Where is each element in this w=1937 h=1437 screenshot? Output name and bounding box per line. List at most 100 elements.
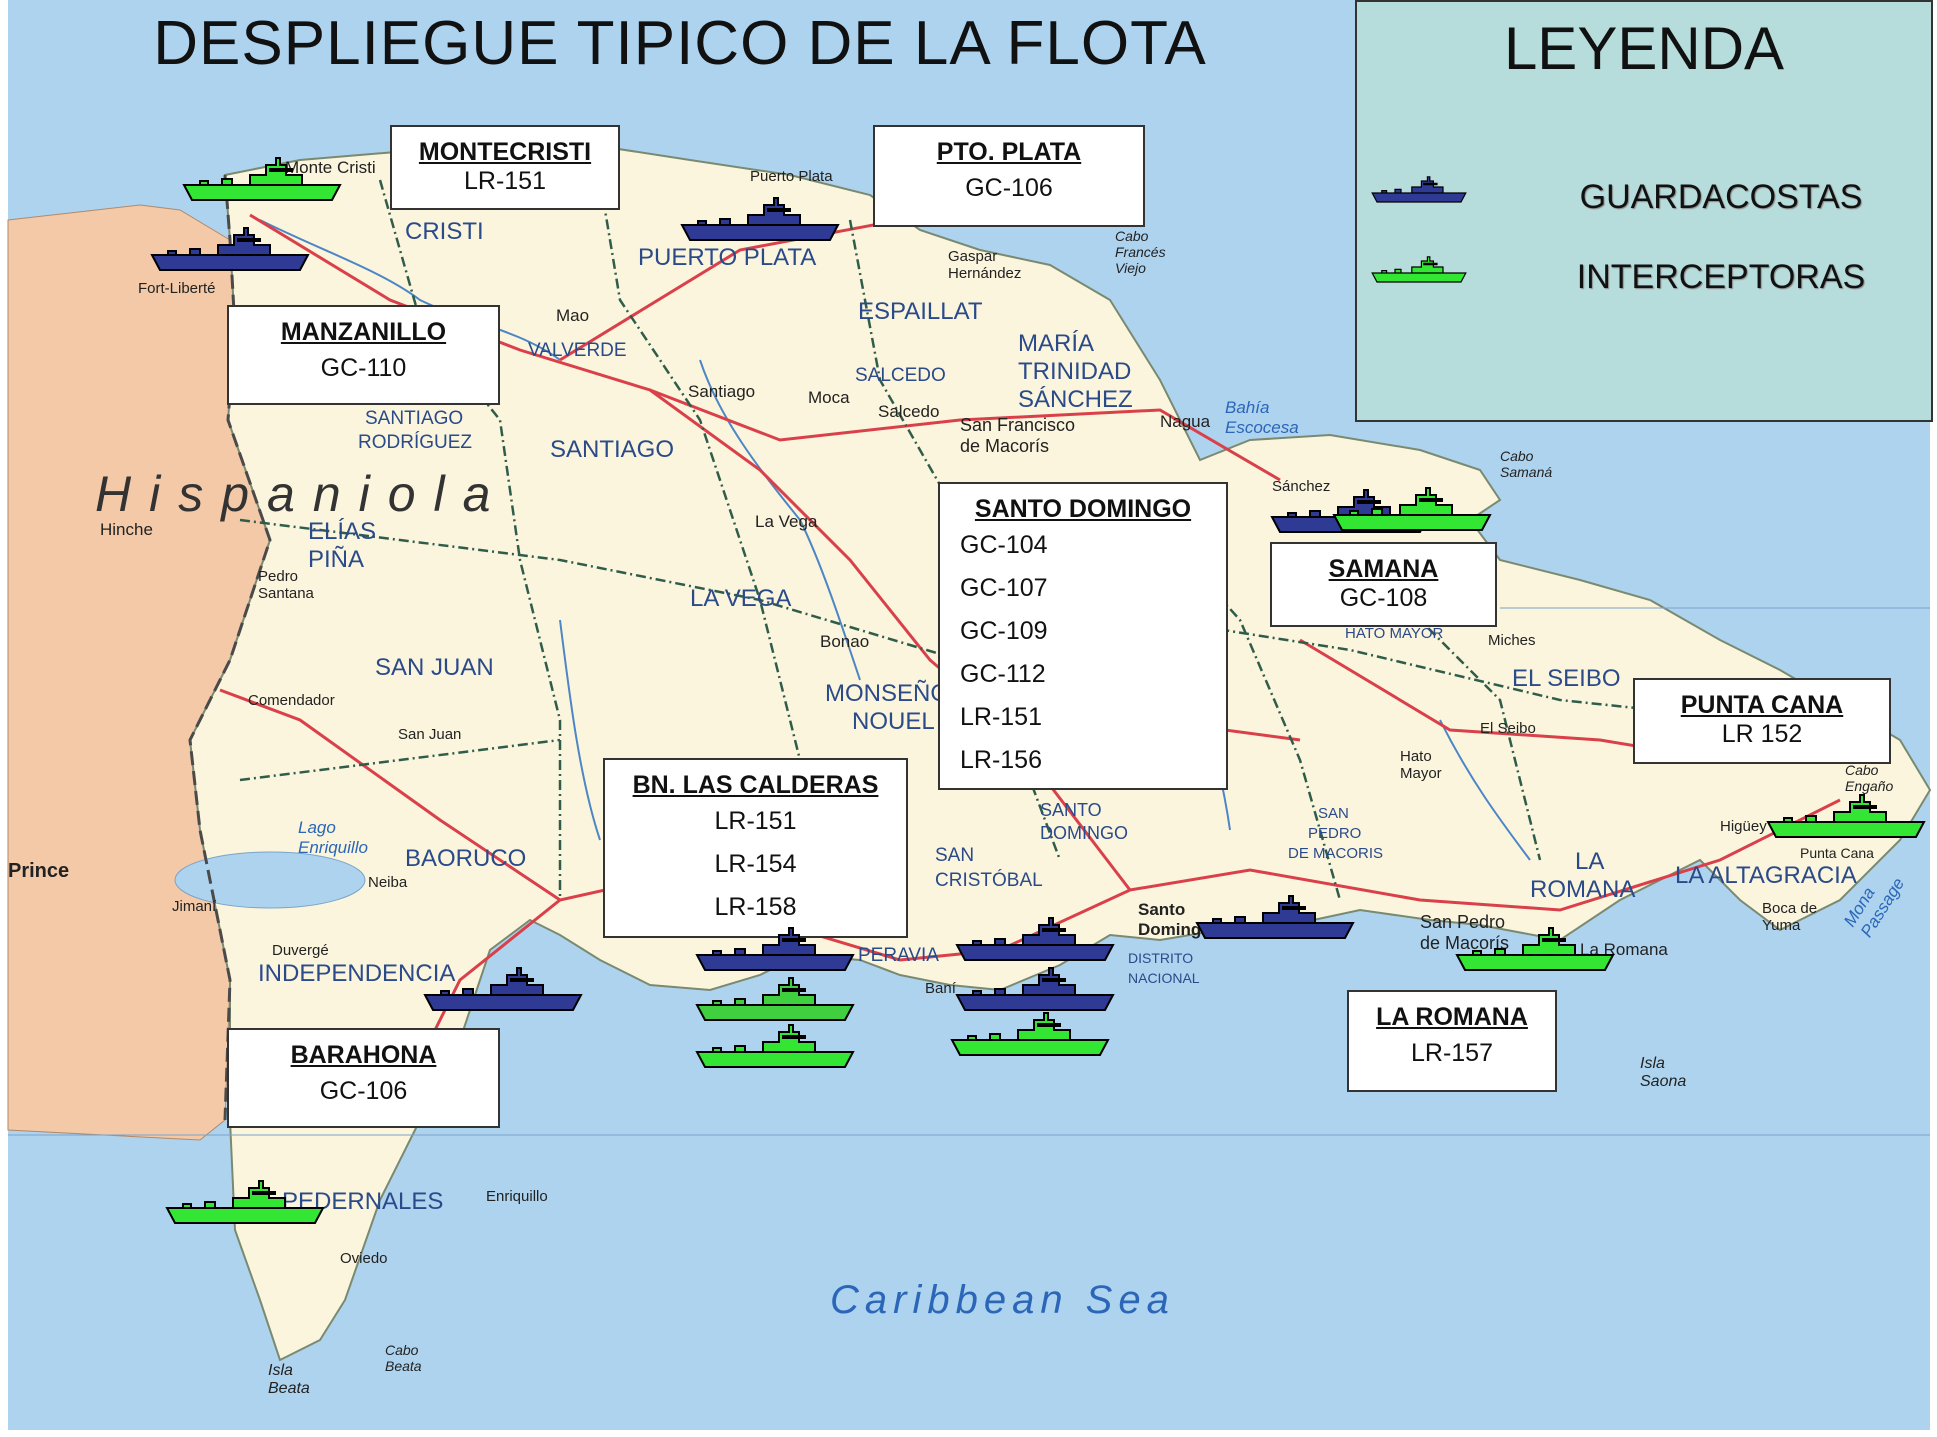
guardacosta-ship-icon <box>680 197 840 241</box>
province-label: NACIONAL <box>1128 970 1200 986</box>
station-unit: LR-151 <box>960 703 1042 731</box>
province-label: LA VEGA <box>690 585 792 612</box>
city-label: Oviedo <box>340 1250 388 1267</box>
province-label: SAN JUAN <box>375 654 494 681</box>
city-label: Moca <box>808 388 850 407</box>
latitude-lines <box>8 607 1930 1136</box>
province-label: SÁNCHEZ <box>1018 386 1133 413</box>
station-box-la-romana: LA ROMANA LR-157 <box>1347 990 1557 1092</box>
lake-enriquillo <box>174 851 366 909</box>
interceptora-ship-icon <box>1371 256 1467 283</box>
city-label: Nagua <box>1160 412 1211 431</box>
province-label: HATO MAYOR <box>1345 625 1444 642</box>
legend-item-guardacostas: GUARDACOSTAS <box>1371 162 1921 232</box>
province-label: SAN <box>1318 805 1349 822</box>
city-label: Isla Beata <box>268 1362 310 1397</box>
station-unit: LR-158 <box>714 893 797 921</box>
page-title: DESPLIEGUE TIPICO DE LA FLOTA <box>153 9 1207 78</box>
interceptora-ship-icon <box>1766 794 1926 838</box>
legend-label-interceptoras: INTERCEPTORAS <box>1576 258 1866 296</box>
province-label: DOMINGO <box>1040 823 1128 843</box>
station-unit: GC-110 <box>320 354 407 382</box>
guardacosta-ship-icon <box>423 967 583 1011</box>
province-label: MARÍA <box>1018 330 1095 357</box>
city-label: Cabo Engaño <box>1845 762 1894 794</box>
legend-label-guardacostas: GUARDACOSTAS <box>1579 178 1863 216</box>
city-label: Punta Cana <box>1800 845 1874 861</box>
station-name: LA ROMANA <box>1376 1003 1528 1031</box>
province-label: SANTIAGO <box>365 408 464 429</box>
sea-label: Caribbean Sea <box>830 1278 1175 1322</box>
guardacosta-ship-icon <box>1195 895 1355 939</box>
interceptora-ship-icon <box>950 1012 1110 1056</box>
city-label: La Vega <box>755 512 818 531</box>
station-unit: LR-151 <box>464 167 546 195</box>
city-label: Mao <box>556 306 590 325</box>
city-label: Bahía Escocesa <box>1225 398 1299 437</box>
station-box-santo-domingo: SANTO DOMINGO GC-104 GC-107 GC-109 GC-11… <box>938 482 1228 790</box>
province-label: DE MACORIS <box>1288 845 1384 862</box>
city-label: Puerto Plata <box>750 168 833 185</box>
station-box-montecristi: MONTECRISTI LR-151 <box>390 125 620 210</box>
province-label: DISTRITO <box>1128 950 1194 966</box>
station-box-pto-plata: PTO. PLATA GC-106 <box>873 125 1145 227</box>
station-name: SAMANA <box>1328 555 1439 583</box>
city-label: Boca de Yuma <box>1762 900 1818 934</box>
rivers <box>259 219 1531 861</box>
province-label: INDEPENDENCIA <box>258 960 456 987</box>
station-unit: GC-106 <box>965 174 1053 202</box>
station-name: BN. LAS CALDERAS <box>632 771 879 799</box>
city-label: Monte Cristi <box>285 158 376 177</box>
station-name: PTO. PLATA <box>936 138 1082 166</box>
province-label: SANTO <box>1040 800 1102 820</box>
province-label: NOUEL <box>852 708 935 735</box>
city-label: Santiago <box>688 382 756 401</box>
guardacosta-ship-icon <box>955 967 1115 1011</box>
station-unit: GC-106 <box>319 1077 408 1105</box>
city-label: Salcedo <box>878 402 940 421</box>
city-label: Miches <box>1488 632 1536 649</box>
station-unit: GC-112 <box>960 660 1046 688</box>
interceptora-ship-icon <box>695 1024 855 1068</box>
city-label: Lago Enriquillo <box>298 818 368 857</box>
city-label: San Francisco de Macorís <box>960 415 1076 456</box>
city-label: San Pedro de Macorís <box>1420 912 1510 953</box>
province-label: CRISTI <box>405 218 484 245</box>
station-name: MANZANILLO <box>280 318 447 346</box>
legend-panel: LEYENDA GUARDACOSTAS INTERCEPTORAS <box>1355 0 1933 422</box>
station-box-barahona: BARAHONA GC-106 <box>227 1028 500 1128</box>
province-label: EL SEIBO <box>1512 665 1621 692</box>
station-unit: LR-157 <box>1411 1039 1493 1067</box>
city-label: Cabo Samaná <box>1500 448 1553 480</box>
station-box-manzanillo: MANZANILLO GC-110 <box>227 305 500 405</box>
city-label: Duvergé <box>272 942 329 959</box>
station-unit: LR-154 <box>714 850 797 878</box>
province-label: ROMANA <box>1530 876 1636 903</box>
province-label: PEDRO <box>1308 825 1362 842</box>
station-unit: GC-109 <box>960 617 1048 645</box>
city-label: Sánchez <box>1272 478 1331 495</box>
guardacosta-ship-icon <box>150 227 310 271</box>
city-label: Comendador <box>248 692 335 709</box>
station-unit: GC-104 <box>960 531 1048 559</box>
city-label: Jimaní <box>172 898 217 915</box>
province-label: PUERTO PLATA <box>638 244 817 271</box>
province-label: SAN <box>935 845 975 866</box>
province-label: VALVERDE <box>528 340 627 361</box>
province-label: TRINIDAD <box>1018 358 1132 385</box>
station-unit: GC-107 <box>960 574 1048 602</box>
guardacosta-ship-icon <box>1371 176 1467 203</box>
province-label: SALCEDO <box>855 365 946 386</box>
legend-title: LEYENDA <box>1503 15 1785 82</box>
city-label: Neiba <box>368 874 408 891</box>
city-label: Enriquillo <box>486 1188 548 1205</box>
city-label: Prince <box>8 860 70 882</box>
province-label: ESPAILLAT <box>858 298 983 325</box>
interceptora-ship-icon <box>1332 487 1492 531</box>
station-name: SANTO DOMINGO <box>974 495 1192 523</box>
province-label: LA ALTAGRACIA <box>1675 862 1857 889</box>
city-label: Cabo Beata <box>385 1342 422 1374</box>
province-label: CRISTÓBAL <box>935 870 1043 891</box>
city-label: Higüey <box>1720 818 1767 835</box>
station-box-samana: SAMANA GC-108 <box>1270 542 1497 627</box>
